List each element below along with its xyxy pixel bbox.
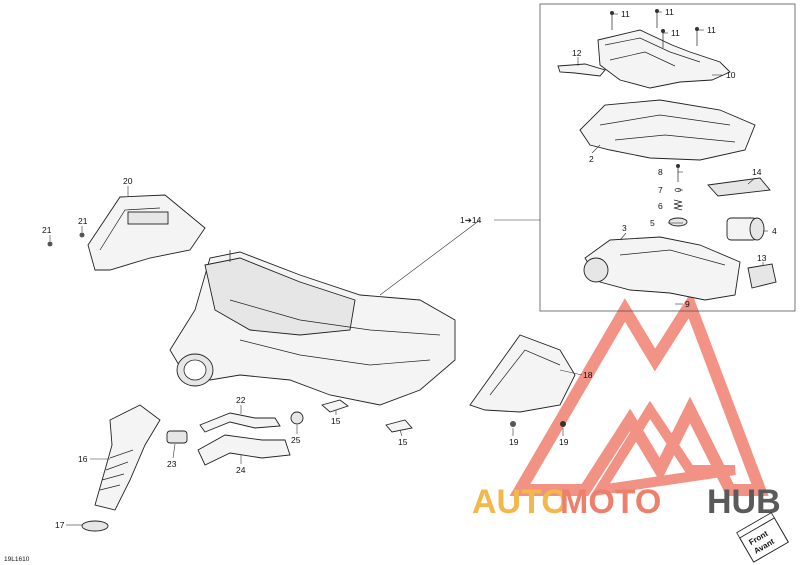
label-19a: 19: [509, 437, 519, 447]
watermark-text: AUTO MOTO HUB: [472, 483, 781, 521]
part-12-gasket: [557, 63, 606, 77]
label-14: 14: [752, 167, 762, 177]
label-10: 10: [726, 70, 736, 80]
label-11c: 11: [671, 28, 680, 38]
label-25: 25: [291, 435, 301, 445]
label-15b: 15: [398, 437, 408, 447]
part-23-coupler: [166, 430, 188, 444]
watermark-logo-mark: [509, 291, 769, 497]
label-15a: 15: [331, 416, 341, 426]
watermark-auto: AUTO: [472, 483, 568, 521]
front-badge: Front Avant: [736, 512, 790, 563]
part-14-filter-sheet: [707, 177, 771, 197]
label-11a: 11: [621, 9, 630, 19]
label-7: 7: [658, 185, 663, 195]
inset-box: [539, 3, 796, 312]
label-5: 5: [650, 218, 655, 228]
part-2-frame: [579, 99, 756, 161]
part-labels: 11 11 11 11 12 10 2 8 7 6 5 14 4 3 13 9 …: [42, 7, 777, 530]
label-19b: 19: [559, 437, 569, 447]
parts-5-8-stack: [668, 164, 688, 227]
label-17: 17: [55, 520, 65, 530]
label-20: 20: [123, 176, 133, 186]
part-13-pad: [747, 263, 777, 289]
part-15-bracket-a: [321, 399, 349, 413]
part-4-cap: [726, 217, 765, 241]
part-25-clamp: [290, 411, 304, 425]
label-3: 3: [622, 223, 627, 233]
part-24-hose: [197, 434, 291, 466]
label-8: 8: [658, 167, 663, 177]
label-16: 16: [78, 454, 88, 464]
part-15-bracket-b: [385, 419, 413, 433]
nuts-19: [510, 421, 566, 427]
label-11d: 11: [707, 25, 716, 35]
part-3-lower-housing: [583, 236, 741, 301]
part-17-clamp: [81, 520, 109, 532]
leader-lines: [49, 11, 768, 526]
label-9: 9: [685, 299, 690, 309]
figure-code: 19L1610: [4, 556, 30, 563]
label-21a: 21: [42, 225, 52, 235]
label-12: 12: [572, 48, 582, 58]
label-21b: 21: [78, 216, 88, 226]
watermark-moto: MOTO: [560, 483, 661, 521]
label-4: 4: [772, 226, 777, 236]
label-22: 22: [236, 395, 246, 405]
airbox-assembly: [169, 250, 456, 406]
label-2: 2: [589, 154, 594, 164]
screws-21: [47, 232, 85, 247]
label-24: 24: [236, 465, 246, 475]
label-1-14: 1➔14: [460, 215, 482, 225]
part-10-cover: [597, 29, 731, 89]
label-6: 6: [658, 201, 663, 211]
label-11b: 11: [665, 7, 674, 17]
part-20-snorkel: [87, 194, 206, 271]
part-18-duct: [469, 334, 576, 413]
label-13: 13: [757, 253, 767, 263]
label-23: 23: [167, 459, 177, 469]
label-18: 18: [583, 370, 593, 380]
part-16-boot: [94, 404, 161, 511]
part-22-hose: [199, 412, 281, 433]
